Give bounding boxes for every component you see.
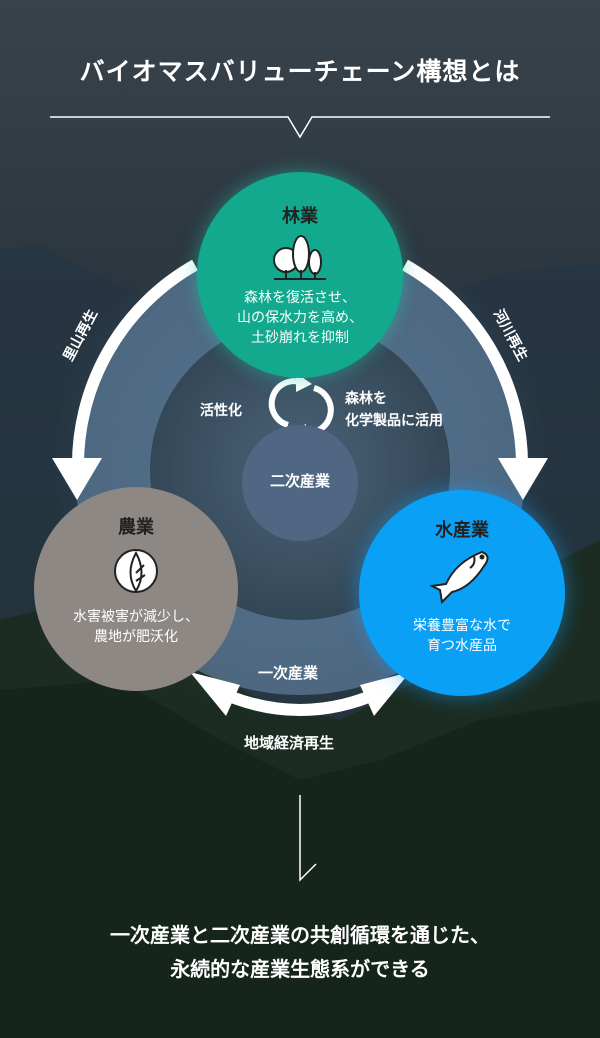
river-arrow[interactable] [402,259,529,471]
chemical-use-line: 化学製品に活用 [345,413,443,429]
regional-economy-label: 地域経済再生 [244,734,335,752]
secondary-industry-title: 二次産業 [269,472,330,490]
forestry-title: 林業 [282,206,318,227]
agriculture-circle[interactable]: 農業 水害被害が減少し、 農地が肥沃化 [34,487,238,691]
forestry-desc-line: 土砂崩れを抑制 [251,330,349,346]
conclusion-line: 永続的な産業生態系ができる [170,957,430,981]
fishery-desc-line: 栄養豊富な水で [413,618,511,634]
conclusion-text: 一次産業と二次産業の共創循環を通じた、 永続的な産業生態系ができる [0,918,600,986]
agriculture-title: 農業 [118,517,154,538]
agriculture-desc-line: 農地が肥沃化 [94,629,178,645]
cycle-icon-arrow-1 [268,378,301,428]
forestry-desc-line: 山の保水力を高め、 [237,310,363,326]
fish-icon [428,550,489,605]
river-arrowhead [498,458,548,500]
chemical-use-label: 森林を 化学製品に活用 [345,388,443,432]
fishery-title: 水産業 [435,520,489,541]
forestry-desc-line: 森林を復活させ、 [244,290,356,306]
title-divider [50,116,550,139]
agriculture-desc-line: 水害被害が減少し、 [73,609,199,625]
chemical-use-line: 森林を [345,391,387,407]
page-title: バイオマスバリューチェーン構想とは [79,57,521,86]
satoyama-arrowhead [52,458,102,500]
cabbage-icon [114,549,158,593]
secondary-industry-circle[interactable]: 二次産業 [242,425,358,541]
regional-arrowhead-left [190,672,240,716]
activation-label: 活性化 [200,403,242,419]
fishery-desc-line: 育つ水産品 [427,638,497,654]
regional-arrow[interactable] [212,684,388,716]
conclusion-line: 一次産業と二次産業の共創循環を通じた、 [110,923,490,947]
satoyama-arrow[interactable] [71,259,198,471]
trees-icon [273,235,326,280]
primary-industry-label: 一次産業 [258,664,319,682]
regional-arrowhead-right [360,672,410,716]
down-pointer [299,795,317,882]
forestry-circle[interactable]: 林業 森林を復活させ、 山の保水力を高め、 土砂崩れを抑制 [197,172,403,378]
fishery-circle[interactable]: 水産業 栄養豊富な水で 育つ水産品 [359,490,565,696]
